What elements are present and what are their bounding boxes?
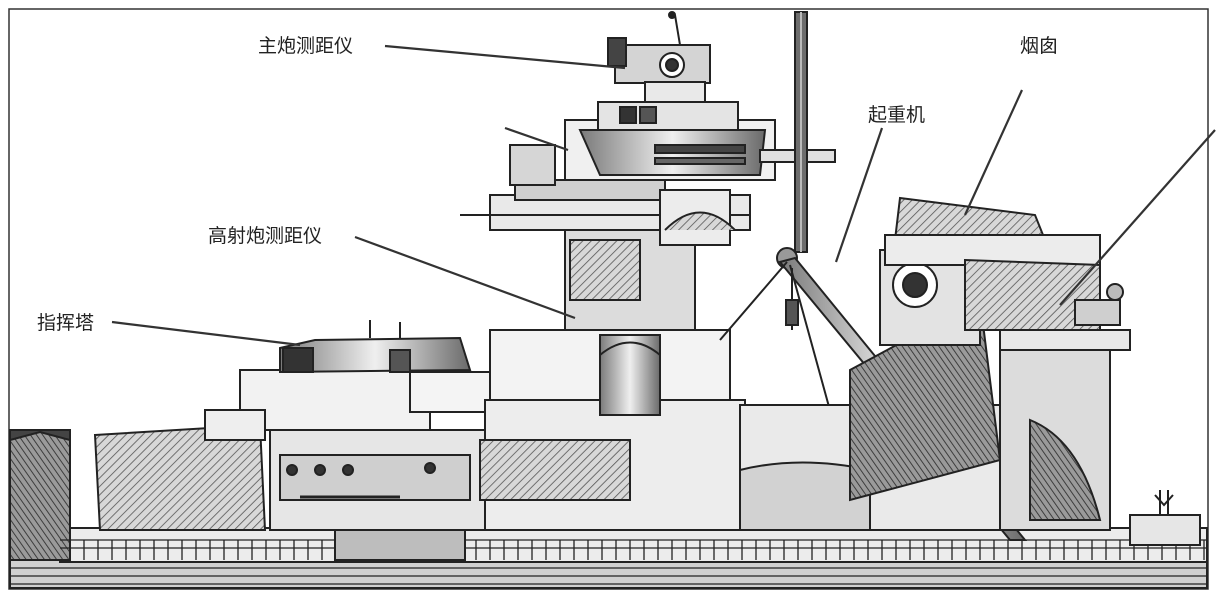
forward-superstructure: [93, 369, 486, 561]
main-rangefinder: [607, 11, 711, 103]
aft-fittings: [1129, 490, 1201, 546]
conning-tower: [279, 320, 491, 413]
label-conning-tower: 指挥塔: [37, 312, 94, 334]
main-mast: [794, 11, 808, 253]
label-flak-rangefinder: 高射炮测距仪: [208, 225, 322, 247]
deck-railing: [60, 539, 1207, 560]
midship-structure: [739, 249, 1011, 531]
main-tower: [460, 101, 836, 531]
funnel: [884, 196, 1131, 531]
label-funnel: 烟囱: [1020, 35, 1058, 57]
label-crane: 起重机: [868, 104, 925, 126]
callout-lines: [111, 44, 1216, 347]
label-main-rangefinder: 主炮测距仪: [258, 35, 353, 57]
